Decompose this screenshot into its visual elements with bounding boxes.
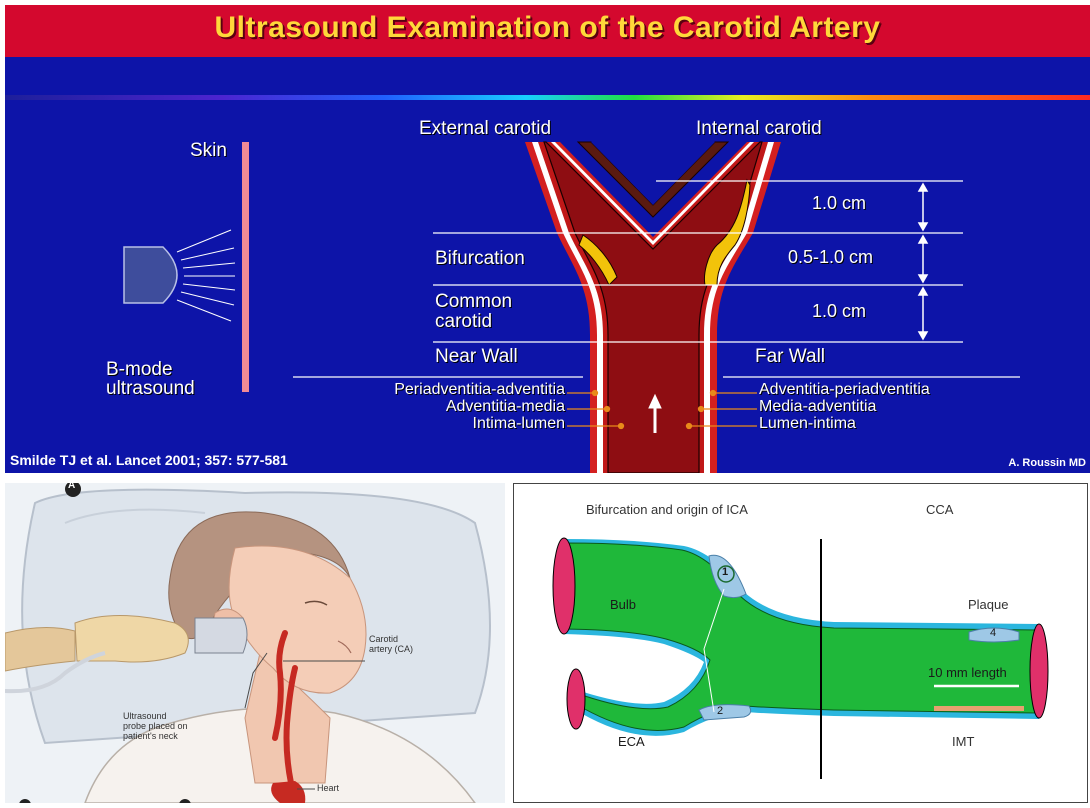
marker-4-label: 4: [990, 627, 996, 639]
cca-label: CCA: [926, 502, 953, 517]
probe-label: Ultrasound probe placed on patient's nec…: [123, 711, 188, 741]
near-layer-label: Periadventitia-adventitia: [394, 381, 565, 398]
examiner-hand: [75, 616, 188, 663]
common-carotid-line1: Common: [435, 292, 512, 312]
bifurcation-label: Bifurcation: [435, 248, 525, 270]
bmode-label-line2: ultrasound: [106, 379, 195, 398]
near-wall-layers: Periadventitia-adventitia Adventitia-med…: [394, 381, 565, 432]
skin-label: Skin: [190, 140, 227, 162]
heart-label: Heart: [317, 783, 339, 793]
far-wall-label: Far Wall: [755, 346, 825, 368]
imt-schematic-panel: Bifurcation and origin of ICA CCA Bulb E…: [513, 483, 1088, 803]
panel-badge: A: [68, 483, 75, 491]
patient-illustration-panel: A Carotid artery (CA) Ultrasound probe p…: [5, 483, 505, 803]
near-wall-label: Near Wall: [435, 346, 518, 368]
bmode-label-line1: B-mode: [106, 360, 195, 379]
imt-label: IMT: [952, 734, 974, 749]
dim-mid-label: 0.5-1.0 cm: [788, 247, 873, 268]
far-layer-label: Lumen-intima: [759, 415, 930, 432]
bmode-label: B-mode ultrasound: [106, 360, 195, 398]
eca-end-cap: [567, 669, 585, 729]
probe-label-line1: Ultrasound: [123, 711, 188, 721]
marker-1-label: 1: [722, 566, 728, 578]
dim-bottom-label: 1.0 cm: [812, 301, 866, 322]
imt-schematic: [514, 484, 1088, 803]
common-carotid-line2: carotid: [435, 312, 512, 332]
internal-carotid-label: Internal carotid: [696, 118, 822, 140]
probe-icon: [124, 247, 177, 303]
far-wall-layers: Adventitia-periadventitia Media-adventit…: [759, 381, 930, 432]
ultrasound-probe: [195, 618, 247, 653]
near-layer-label: Adventitia-media: [394, 398, 565, 415]
carotid-label-line1: Carotid: [369, 634, 413, 644]
carotid-label-line2: artery (CA): [369, 644, 413, 654]
common-carotid-label: Common carotid: [435, 292, 512, 332]
probe-label-line3: patient's neck: [123, 731, 188, 741]
carotid-slide: Ultrasound Examination of the Carotid Ar…: [5, 5, 1090, 473]
far-layer-label: Adventitia-periadventitia: [759, 381, 930, 398]
eca-label: ECA: [618, 734, 645, 749]
bulb-label: Bulb: [610, 597, 636, 612]
author-credit: A. Roussin MD: [1008, 457, 1086, 469]
plaque-2: [699, 705, 751, 720]
citation: Smilde TJ et al. Lancet 2001; 357: 577-5…: [10, 452, 288, 468]
plaque-label: Plaque: [968, 597, 1008, 612]
skin-bar: [242, 142, 249, 392]
length-label: 10 mm length: [928, 665, 1007, 680]
patient-illustration: [5, 483, 505, 803]
dim-top-label: 1.0 cm: [812, 193, 866, 214]
cca-end-cap: [1030, 624, 1048, 718]
bifurcation-origin-label: Bifurcation and origin of ICA: [586, 502, 748, 517]
dimension-arrows: [919, 184, 927, 339]
imt-bar: [934, 706, 1024, 711]
far-layer-label: Media-adventitia: [759, 398, 930, 415]
carotid-label: Carotid artery (CA): [369, 634, 413, 654]
ultrasound-beam-icon: [177, 230, 235, 321]
near-layer-label: Intima-lumen: [394, 415, 565, 432]
probe-label-line2: probe placed on: [123, 721, 188, 731]
external-carotid-label: External carotid: [419, 118, 551, 140]
ica-end-cap: [553, 538, 575, 634]
marker-2-label: 2: [717, 705, 723, 717]
